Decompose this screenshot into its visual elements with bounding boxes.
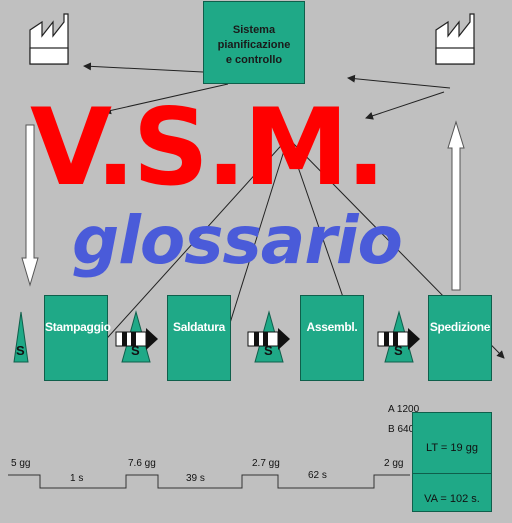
subtitle-glossario: glossario xyxy=(72,202,403,279)
control-box-line: e controllo xyxy=(225,54,283,66)
vsm-diagram: S S S S Sistema pianificazione e control… xyxy=(8,1,505,512)
process-label: Assembl. xyxy=(306,320,358,334)
info-arrow-from-customer-forecast xyxy=(365,91,445,120)
wait-time-label: 7.6 gg xyxy=(128,458,156,469)
process-box-spedizione: Spedizione xyxy=(428,295,492,381)
process-label: Saldatura xyxy=(173,320,225,334)
info-arrow-from-customer xyxy=(347,74,451,89)
push-arrow-icon xyxy=(115,328,158,350)
push-arrow-icon xyxy=(247,328,290,350)
process-box-assembl: Assembl. xyxy=(300,295,364,381)
wait-time-label: 5 gg xyxy=(11,458,31,469)
process-time-label: 1 s xyxy=(70,473,84,484)
production-control-box: Sistema pianificazione e controllo xyxy=(203,1,305,84)
control-box-line: pianificazione xyxy=(217,39,291,51)
order-quantity-b: B 640 xyxy=(388,424,415,435)
process-box-stampaggio: Stampaggio xyxy=(44,295,111,381)
outgoing-shipment-arrow xyxy=(447,120,465,291)
process-time-label: 62 s xyxy=(308,470,327,481)
info-arrow-to-supplier xyxy=(83,62,204,73)
incoming-shipment-arrow xyxy=(21,124,39,287)
process-label: Spedizione xyxy=(429,320,491,334)
wait-time-label: 2.7 gg xyxy=(252,458,280,469)
inventory-label: S xyxy=(394,343,403,358)
wait-time-label: 2 gg xyxy=(384,458,404,469)
inventory-label: S xyxy=(131,343,140,358)
info-arrow-to-supplier-forecast xyxy=(103,83,229,115)
supplier-factory-icon xyxy=(29,13,69,65)
schedule-arrow-stampaggio xyxy=(71,137,289,378)
title-vsm: V.S.M. xyxy=(30,86,386,209)
order-quantity-a: A 1200 xyxy=(388,404,420,415)
process-label: Stampaggio xyxy=(45,320,111,334)
lead-time-summary-box: LT = 19 gg VA = 102 s. xyxy=(412,412,492,512)
lead-time-value: LT = 19 gg xyxy=(426,441,478,454)
inventory-triangle-icon xyxy=(13,311,29,363)
schedule-arrow-saldatura xyxy=(218,137,289,356)
lead-time-timeline xyxy=(8,474,410,489)
inventory-label: S xyxy=(264,343,273,358)
value-added-time: VA = 102 s. xyxy=(413,473,491,523)
push-arrow-icon xyxy=(377,328,420,350)
process-time-label: 39 s xyxy=(186,473,205,484)
customer-factory-icon xyxy=(435,13,475,65)
diagram-connectors xyxy=(8,13,505,489)
process-box-saldatura: Saldatura xyxy=(167,295,231,381)
control-box-line: Sistema xyxy=(232,24,276,36)
inventory-label: S xyxy=(16,343,25,358)
